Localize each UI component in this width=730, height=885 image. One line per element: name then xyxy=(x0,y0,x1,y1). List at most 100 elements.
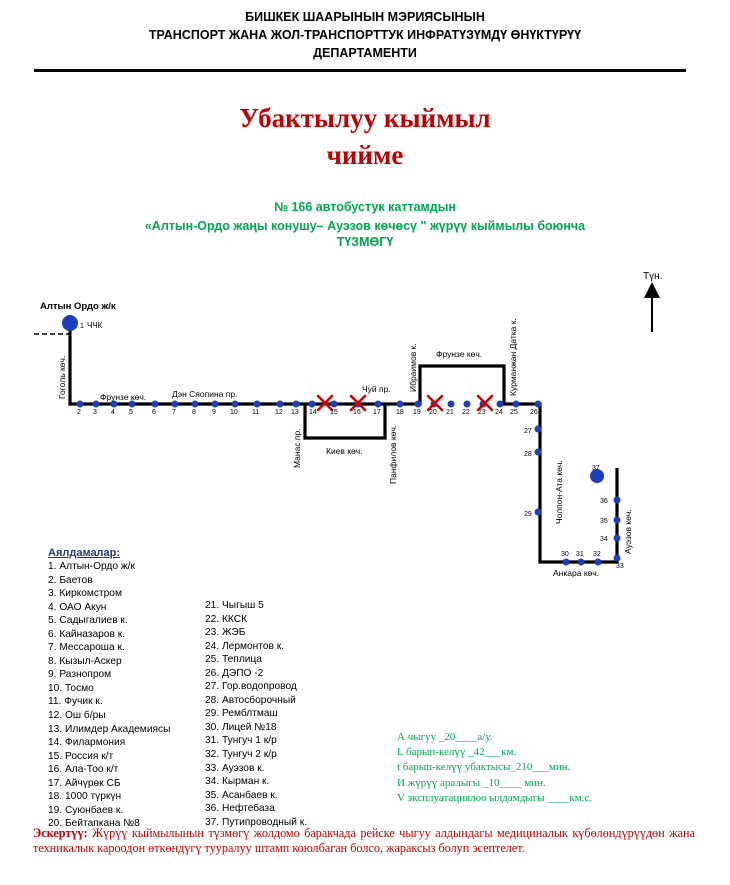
legend-item: 17. Айчүрөк СБ xyxy=(48,777,121,789)
stop-num-16: 16 xyxy=(353,409,361,416)
stop-8-dot xyxy=(191,400,199,408)
stop-num-15: 15 xyxy=(330,409,338,416)
stop-num-35: 35 xyxy=(600,518,608,525)
stats-length: L барып-келүү _42___км. xyxy=(397,746,517,759)
stop-1-marker xyxy=(62,315,78,331)
stop-27-dot xyxy=(534,425,542,433)
stop-30-dot xyxy=(562,558,570,566)
legend-item: 9. Разнопром xyxy=(48,669,112,681)
legend-item: 10. Тосмо xyxy=(48,682,94,694)
stop-3-dot xyxy=(92,400,100,408)
legend-item: 30. Лицей №18 xyxy=(205,721,277,733)
street-frunze-right: Фрунзе көч. xyxy=(436,349,482,359)
stop-36-dot xyxy=(613,496,621,504)
legend-item: 11. Фучик к. xyxy=(48,696,103,708)
stop-num-27: 27 xyxy=(524,428,532,435)
stop-num-9: 9 xyxy=(212,409,216,416)
legend-item: 16. Ала-Тоо к/т xyxy=(48,764,119,776)
legend-item: 31. Тунгуч 1 к/р xyxy=(205,735,277,747)
chchk-label: ЧЧК xyxy=(87,321,103,330)
north-label: Түн. xyxy=(643,271,662,282)
closed-marker-16 xyxy=(349,394,367,412)
street-cholpon-ata: Чолпон-Ата көч. xyxy=(554,460,564,524)
start-place-label: Алтын Ордо ж/к xyxy=(40,301,116,312)
legend-column-1: 1. Алтын-Ордо ж/к 2. Баетов 3. Киркомстр… xyxy=(48,560,170,831)
legend-item: 23. ЖЭБ xyxy=(205,627,246,639)
stop-24-dot xyxy=(496,400,504,408)
stop-13-dot xyxy=(292,400,300,408)
stop-28-dot xyxy=(534,448,542,456)
stop-num-17: 17 xyxy=(373,409,381,416)
stop-6-dot xyxy=(151,400,159,408)
stop-5-dot xyxy=(128,400,136,408)
legend-item: 32. Тунгуч 2 к/р xyxy=(205,749,277,761)
legend-item: 26. ДЭПО -2 xyxy=(205,667,264,679)
stop-num-21: 21 xyxy=(446,409,454,416)
legend-item: 7. Мессароша к. xyxy=(48,642,125,654)
stop-num-31: 31 xyxy=(576,551,584,558)
subtitle-line-1: № 166 автобустук каттамдын xyxy=(274,200,456,214)
street-ibraimov: Ибраимов к. xyxy=(408,343,418,392)
stop-num-36: 36 xyxy=(600,498,608,505)
legend-item: 21. Чыгыш 5 xyxy=(205,600,264,611)
stop-num-23: 23 xyxy=(478,409,486,416)
header-line-3: ДЕПАРТАМЕНТИ xyxy=(313,46,417,60)
stats-buses: А чыгуу _20____а/у. xyxy=(397,731,493,743)
closed-marker-23 xyxy=(476,394,494,412)
legend-item: 6. Кайназаров к. xyxy=(48,628,125,640)
street-ankara: Анкара көч. xyxy=(553,568,599,578)
stop-num-14: 14 xyxy=(309,409,317,416)
stop-num-28: 28 xyxy=(524,451,532,458)
stop-num-1: 1 xyxy=(80,323,84,330)
stop-num-18: 18 xyxy=(396,409,404,416)
stop-7-dot xyxy=(171,400,179,408)
stop-num-12: 12 xyxy=(275,409,283,416)
title-line-1: Убактылуу кыймыл xyxy=(239,103,491,133)
header-line-2: ТРАНСПОРТ ЖАНА ЖОЛ-ТРАНСПОРТТУК ИНФРАТҮЗ… xyxy=(148,28,582,42)
stop-num-24: 24 xyxy=(495,409,503,416)
legend-item: 4. ОАО Акун xyxy=(48,601,107,613)
route-line xyxy=(68,326,619,564)
kiev-detour xyxy=(303,404,387,440)
street-chuy: Чуй пр. xyxy=(362,384,391,394)
header-line-1: БИШКЕК ШААРЫНЫН МЭРИЯСЫНЫН xyxy=(245,10,485,24)
stop-26-dot xyxy=(534,400,542,408)
legend-item: 37. Путипроводный к. xyxy=(205,816,308,828)
stats-roundtrip-time: t барып-келүү убактысы_210___мин. xyxy=(397,761,571,774)
header-rule xyxy=(34,69,686,72)
legend-item: 27. Гор.водопровод xyxy=(205,681,297,693)
legend-item: 5. Садыгалиев к. xyxy=(48,615,128,627)
stop-num-7: 7 xyxy=(172,409,176,416)
street-gogol: Гоголь көч. xyxy=(57,356,67,399)
footnote-text: Жүрүү кыймылынын түзмөгү жолдомо баракча… xyxy=(33,826,695,855)
stop-num-25: 25 xyxy=(510,409,518,416)
stop-18-dot xyxy=(396,400,404,408)
stop-num-26: 26 xyxy=(530,409,538,416)
legend-item: 33. Ауэзов к. xyxy=(205,762,265,774)
legend-item: 28. Автосборочный xyxy=(205,694,296,706)
stop-num-13: 13 xyxy=(291,409,299,416)
street-kiev: Киев көч. xyxy=(326,446,363,456)
stop-35-dot xyxy=(613,516,621,524)
subtitle-line-3: ТҮЗМӨГҮ xyxy=(336,235,394,249)
legend-title: Аялдамалар: xyxy=(48,547,121,559)
legend-item: 3. Киркомстром xyxy=(48,588,122,600)
stop-num-3: 3 xyxy=(93,409,97,416)
stop-12-dot xyxy=(276,400,284,408)
stop-num-22: 22 xyxy=(462,409,470,416)
stop-15-dot xyxy=(330,400,338,408)
legend-item: 34. Кырман к. xyxy=(205,776,270,788)
stop-num-37: 37 xyxy=(592,465,600,472)
closed-marker-20 xyxy=(426,394,444,412)
footnote: Эскертүү: Жүрүү кыймылынын түзмөгү жолдо… xyxy=(33,826,695,856)
stop-21-dot xyxy=(447,400,455,408)
stop-num-32: 32 xyxy=(593,551,601,558)
legend-item: 35. Асанбаев к. xyxy=(205,789,278,801)
legend-item: 36. Нефтебаза xyxy=(205,803,275,815)
stop-4-dot xyxy=(110,400,118,408)
stop-num-11: 11 xyxy=(252,409,259,416)
stop-14-dot xyxy=(308,400,316,408)
legend-item: 19. Суюнбаев к. xyxy=(48,804,124,816)
legend-item: 14. Филармония xyxy=(48,737,126,749)
